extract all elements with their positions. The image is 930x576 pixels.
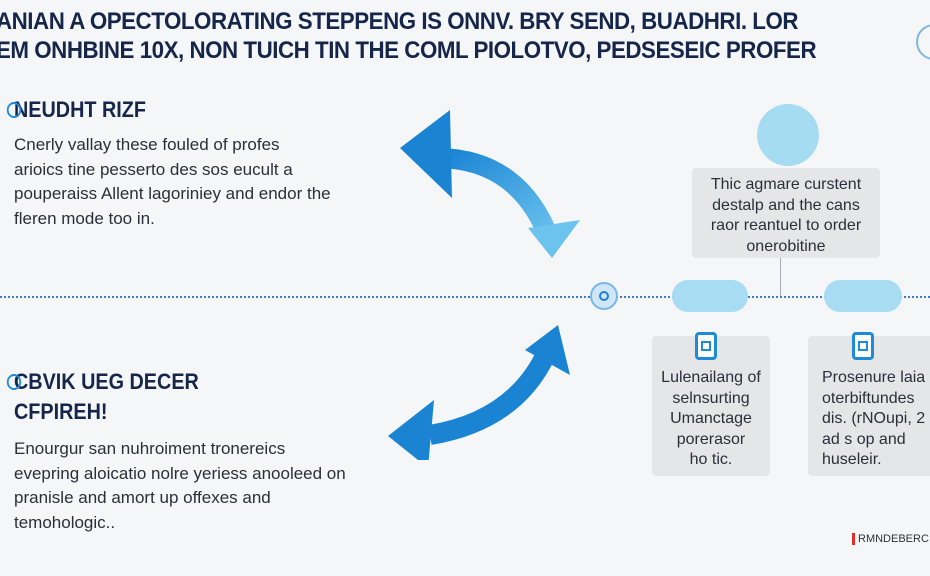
top-box-line: destalp and the cans bbox=[712, 196, 860, 214]
section2-line: Enourgur san nuhroiment tronereics bbox=[14, 439, 286, 458]
curved-arrow-top-icon bbox=[400, 110, 580, 258]
pill-2 bbox=[824, 280, 902, 312]
card1-line: selnsurting bbox=[672, 389, 750, 407]
bullet-icon bbox=[6, 102, 22, 118]
title-line-1: ANIAN A OPECTOLORATING STEPPENG IS ONNV.… bbox=[0, 8, 799, 35]
curved-arrow-bottom-icon bbox=[388, 325, 570, 460]
section2-line: temohologic.. bbox=[14, 512, 116, 532]
brand-bar bbox=[852, 533, 855, 546]
card2-line: huseleir. bbox=[822, 451, 882, 468]
card2-line: Prosenure laia bbox=[822, 369, 926, 386]
card1-line: Lulenailang of bbox=[661, 369, 761, 386]
card2-line: oterbiftundes bbox=[822, 389, 915, 407]
section1-line: fleren mode too in. bbox=[14, 208, 155, 228]
section1-line: Cnerly vallay these fouled of profes bbox=[14, 135, 280, 154]
section1-heading: NEUDHT RIZF bbox=[6, 97, 146, 123]
card2-line: dis. (rNOupi, 2 bbox=[822, 410, 926, 427]
pill-1 bbox=[672, 280, 748, 312]
section1-body: Cnerly vallay these fouled of profes ari… bbox=[14, 133, 331, 231]
arrows bbox=[388, 110, 580, 460]
top-info-box: Thic agmare curstent destalp and the can… bbox=[692, 168, 880, 258]
section2-heading: CBVIK UEG DECER bbox=[6, 369, 199, 395]
section2-body: Enourgur san nuhroiment tronereics evepr… bbox=[14, 437, 346, 535]
top-box-line: raor reantuel to order bbox=[710, 217, 862, 234]
section1-line: arioics tine pesserto des sos eucult a bbox=[14, 159, 293, 179]
section2-line: pranisle and amort up offexes and bbox=[14, 488, 271, 507]
section1-line: pouperaiss Allent lagoriniey and endor t… bbox=[14, 184, 331, 203]
section2-line: evepring aloicatio nolre yeriess anoolee… bbox=[14, 463, 346, 483]
card1-line: porerasor bbox=[676, 430, 746, 448]
section1-heading-text: NEUDHT RIZF bbox=[14, 97, 146, 122]
document-icon bbox=[852, 332, 874, 360]
timeline-node-icon bbox=[590, 282, 618, 310]
card1-line: Umanctage bbox=[670, 410, 752, 427]
bullet-icon bbox=[6, 374, 22, 390]
top-box-line: onerobitine bbox=[746, 237, 826, 255]
card2-line: ad s op and bbox=[822, 430, 906, 448]
card-2: Prosenure laia oterbiftundes dis. (rNOup… bbox=[808, 336, 930, 476]
document-icon bbox=[695, 332, 717, 360]
brand-text: RMNDEBERC bbox=[858, 533, 929, 545]
globe-icon bbox=[916, 24, 930, 60]
top-circle bbox=[757, 104, 819, 166]
card1-line: ho tic. bbox=[689, 451, 733, 468]
section2-heading-text: CBVIK UEG DECER bbox=[14, 369, 199, 394]
connector-line bbox=[780, 258, 781, 296]
section2-heading-line2: CFPIREH! bbox=[14, 399, 108, 424]
footer-brand: RMNDEBERC bbox=[852, 533, 929, 546]
top-box-line: Thic agmare curstent bbox=[710, 176, 862, 193]
timeline-line bbox=[0, 296, 930, 298]
title-line-2: EM ONHBINE 10X, NON TUICH TIN THE COML P… bbox=[0, 37, 817, 64]
